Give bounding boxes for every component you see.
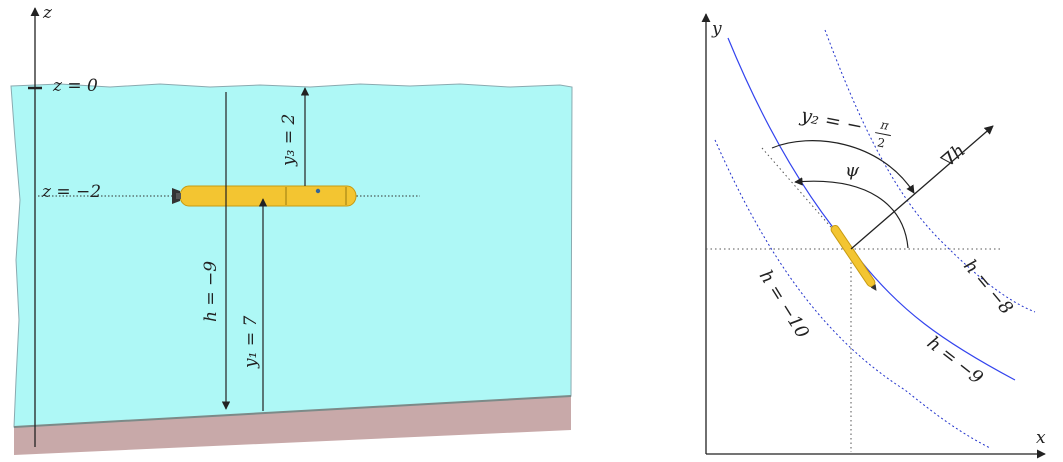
surface-label: z = 0 [52,76,98,96]
left-panel: z z = 0 z = −2 y₃ = 2 h = −9 y₁ = 7 [10,3,573,455]
y2-frac-num: π [879,117,891,133]
contour-label-h-minus-10: h = −10 [755,267,813,343]
y2-label: y₂ = − [798,104,864,138]
z-axis-label: z [42,3,53,23]
y2-label-group: y₂ = − π 2 [798,104,891,150]
contour-label-h-minus-9: h = −9 [923,332,987,388]
contour-label-h-minus-8: h = −8 [959,256,1017,319]
psi-arc [794,177,909,249]
auv-topview [830,224,877,291]
psi-label: ψ [845,160,860,181]
gradient-label: ∇h [938,140,970,172]
y2-frac-den: 2 [876,135,886,150]
seabed-region [14,396,571,455]
water-region [10,83,573,428]
gradient-arrow [850,125,994,250]
auv-vehicle [172,185,357,207]
path-h-minus-9 [727,37,1016,381]
y2-arc [771,140,915,194]
depth-label: z = −2 [41,182,101,202]
contour-h-minus-8 [824,29,1036,313]
y3-label: y₃ = 2 [279,114,299,167]
contour-h-minus-10 [714,139,991,449]
h-label: h = −9 [201,261,221,322]
seabed-line [13,395,572,428]
y1-label: y₁ = 7 [241,316,261,369]
x-axis-label: x [1036,428,1046,448]
y-axis-label: y [711,19,722,39]
right-panel: x y ∇h ψ y₂ = − π 2 h = −1 [701,13,1046,459]
